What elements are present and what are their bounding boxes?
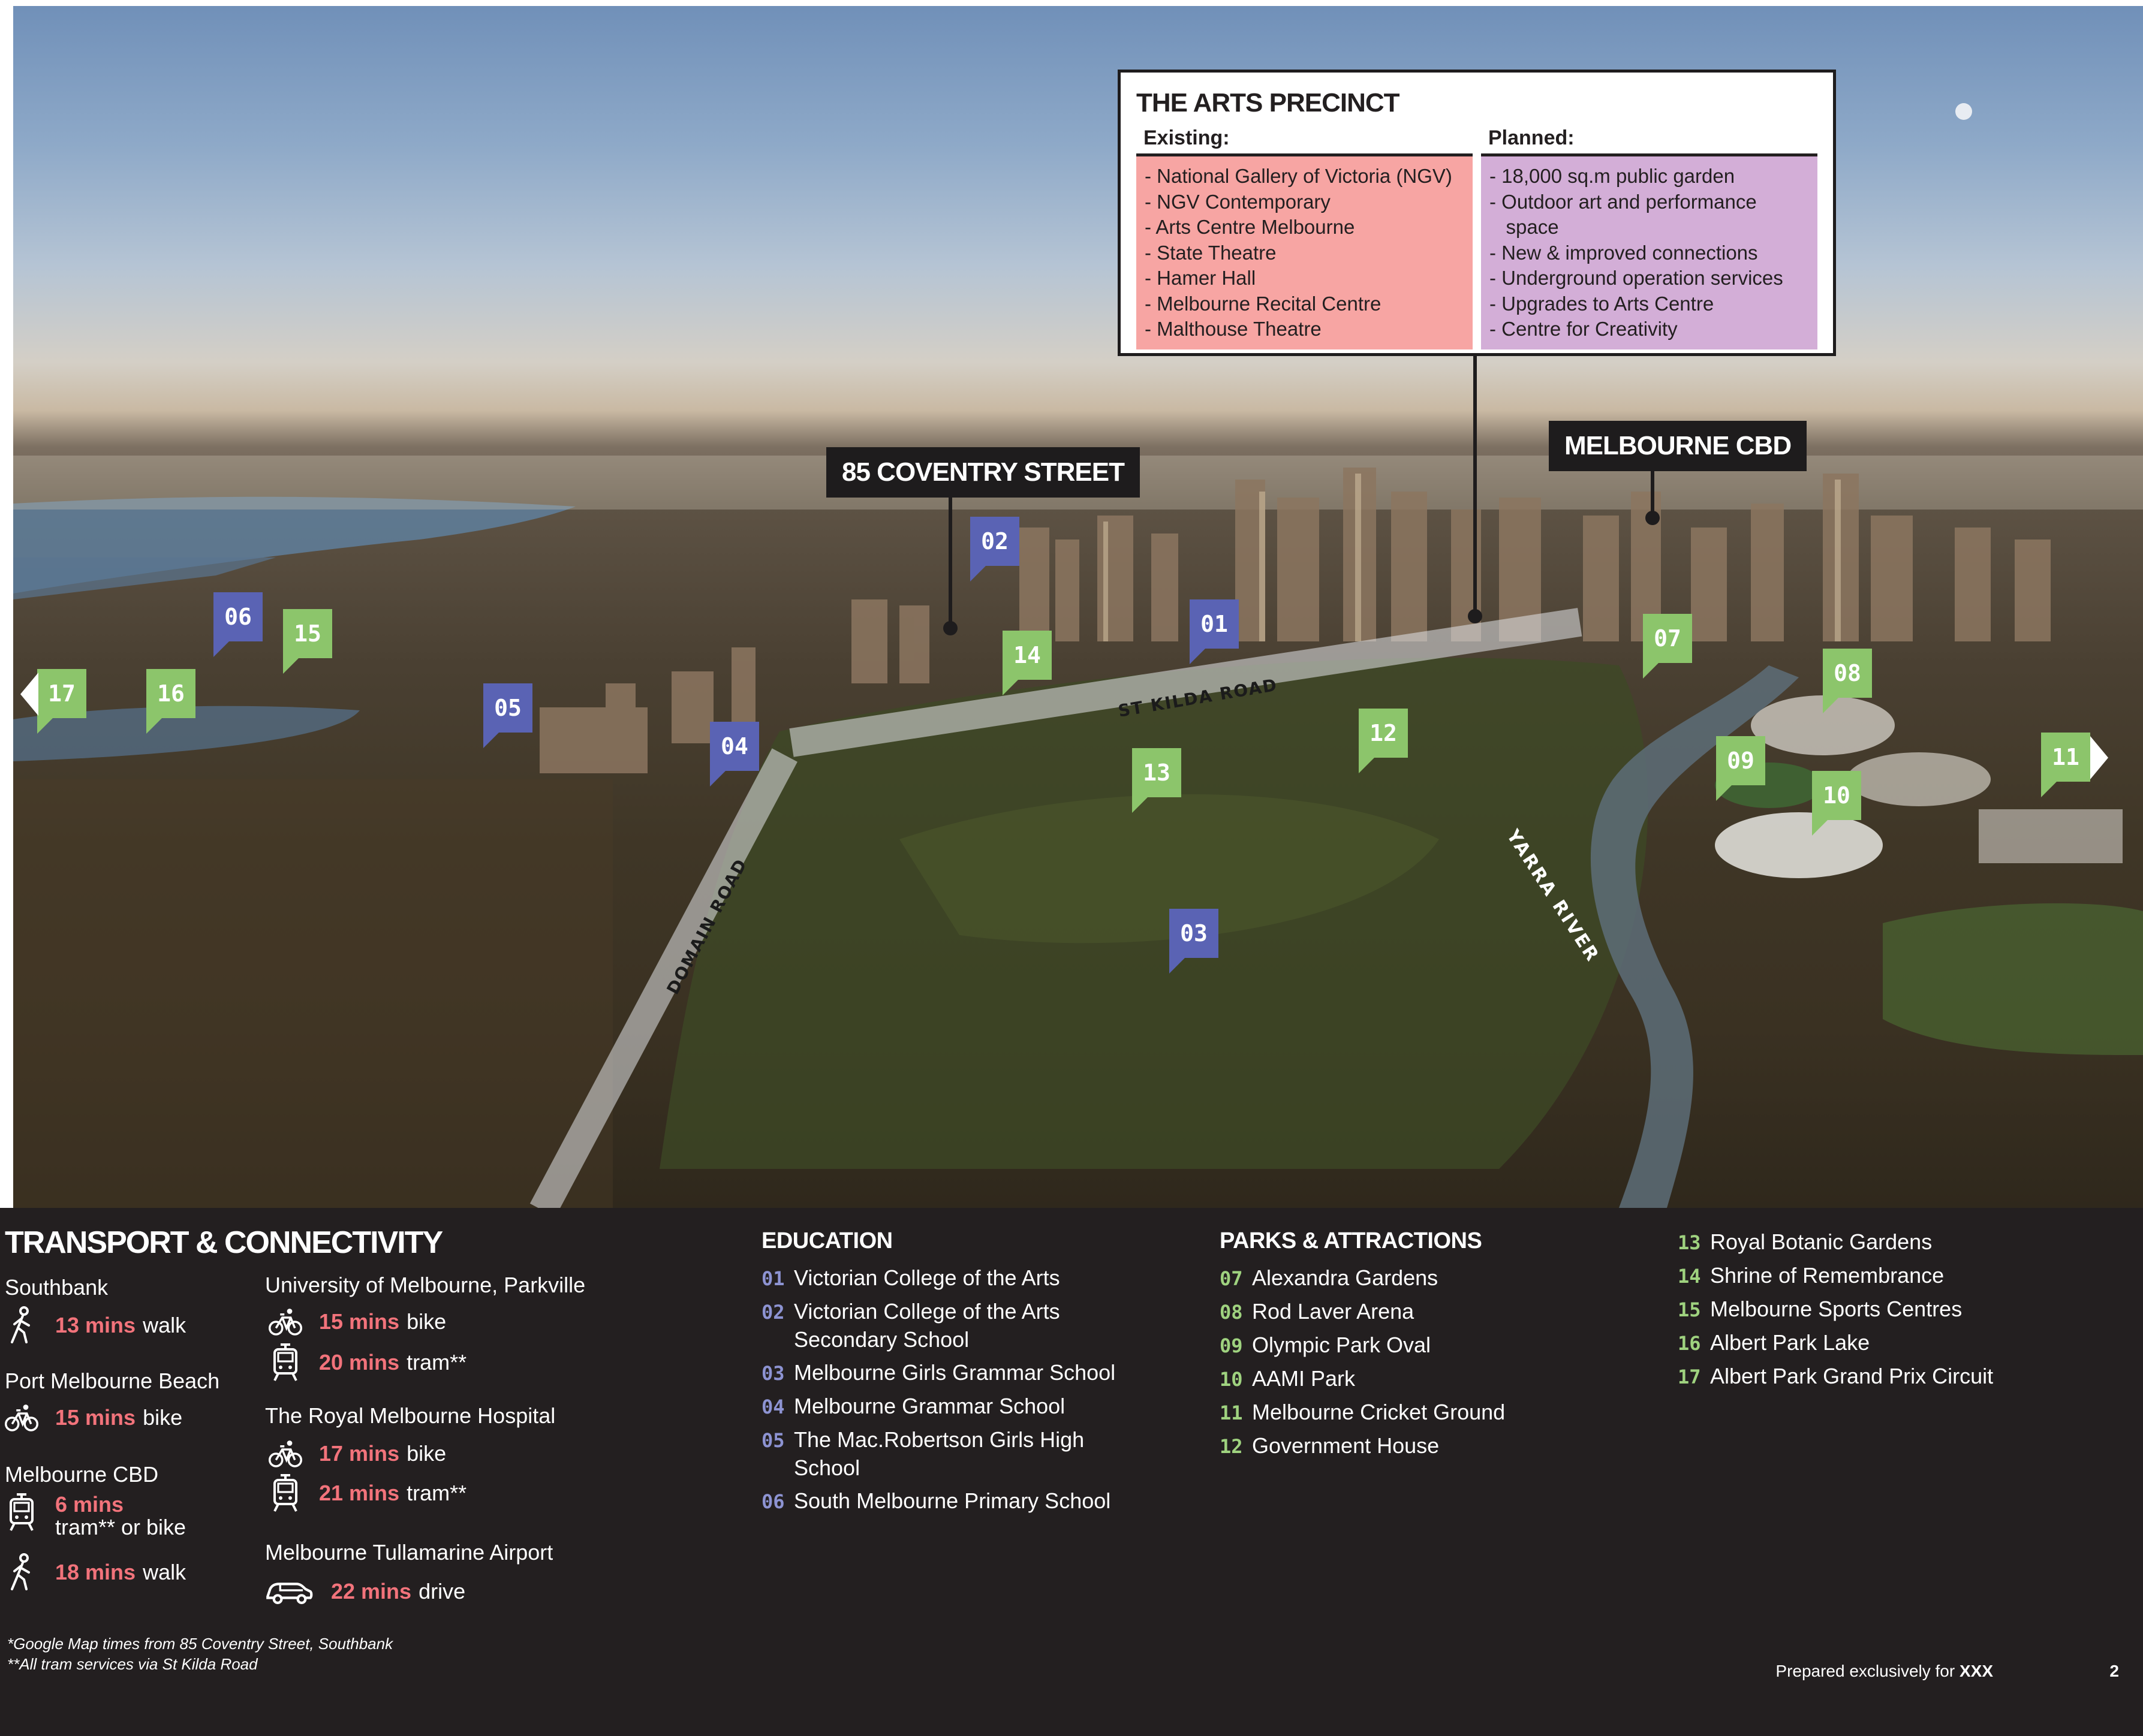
map-pin-16[interactable]: 16 <box>146 669 195 734</box>
arts-precinct-title: THE ARTS PRECINCT <box>1136 88 1400 117</box>
planned-list: - 18,000 sq.m public garden - Outdoor ar… <box>1481 156 1817 349</box>
map-pin-03[interactable]: 03 <box>1169 909 1218 974</box>
map-pin-14[interactable]: 14 <box>1003 631 1052 695</box>
planned-item: - New & improved connections <box>1489 241 1758 264</box>
dest-southbank: Southbank <box>5 1275 109 1300</box>
bike-icon <box>5 1399 38 1437</box>
transport-heading: TRANSPORT & CONNECTIVITY <box>5 1225 443 1260</box>
planned-column: Planned: - 18,000 sq.m public garden - O… <box>1481 126 1817 349</box>
existing-item: - State Theatre <box>1145 241 1277 264</box>
tram-icon <box>5 1493 38 1532</box>
existing-item: - National Gallery of Victoria (NGV) <box>1145 165 1452 187</box>
map-pin-11[interactable]: 11 <box>2041 733 2090 797</box>
existing-heading: Existing: <box>1136 126 1473 156</box>
car-icon <box>264 1572 314 1611</box>
existing-item: - Malthouse Theatre <box>1145 318 1322 340</box>
education-heading: EDUCATION <box>762 1228 893 1253</box>
existing-column: Existing: - National Gallery of Victoria… <box>1136 126 1473 349</box>
hospital-bike-time: 17 mins bike <box>269 1434 446 1473</box>
existing-item: - NGV Contemporary <box>1145 190 1331 213</box>
arts-precinct-box: THE ARTS PRECINCT Existing: - National G… <box>1118 70 1836 356</box>
aerial-map: ST KILDA ROAD DOMAIN ROAD YARRA RIVER 85… <box>0 0 2143 1208</box>
map-pin-09[interactable]: 09 <box>1716 736 1765 801</box>
dest-royal-melbourne-hospital: The Royal Melbourne Hospital <box>265 1403 556 1428</box>
info-panel: TRANSPORT & CONNECTIVITY Southbank 13 mi… <box>0 1208 2143 1736</box>
tram-icon <box>269 1343 302 1382</box>
pin-17-arrow-icon <box>20 673 38 716</box>
cbd-tram-time: 6 mins tram** or bike <box>5 1493 186 1539</box>
footnote-tram: **All tram services via St Kilda Road <box>7 1655 258 1673</box>
port-melbourne-bike-time: 15 mins bike <box>5 1399 182 1437</box>
callout-85-coventry-street: 85 COVENTRY STREET <box>826 447 1140 498</box>
dest-port-melbourne: Port Melbourne Beach <box>5 1369 220 1393</box>
existing-item: - Melbourne Recital Centre <box>1145 292 1381 315</box>
tram-icon <box>269 1474 302 1512</box>
map-pin-17[interactable]: 17 <box>37 669 86 734</box>
footnote-google-map: *Google Map times from 85 Coventry Stree… <box>7 1635 393 1653</box>
walk-icon <box>5 1553 38 1592</box>
map-pin-06[interactable]: 06 <box>213 592 263 657</box>
existing-item: - Arts Centre Melbourne <box>1145 216 1355 238</box>
planned-item: - Upgrades to Arts Centre <box>1489 292 1714 315</box>
page-number: 2 <box>2109 1662 2119 1680</box>
planned-item: - Centre for Creativity <box>1489 318 1678 340</box>
uni-tram-time: 20 mins tram** <box>269 1343 466 1382</box>
map-pin-01[interactable]: 01 <box>1190 599 1239 664</box>
cbd-walk-time: 18 mins walk <box>5 1553 186 1592</box>
map-pin-12[interactable]: 12 <box>1359 709 1408 773</box>
map-pin-10[interactable]: 10 <box>1812 771 1861 836</box>
map-pin-05[interactable]: 05 <box>483 683 532 748</box>
planned-heading: Planned: <box>1481 126 1817 156</box>
southbank-walk-time: 13 mins walk <box>5 1306 186 1345</box>
hospital-tram-time: 21 mins tram** <box>269 1474 466 1512</box>
map-pin-04[interactable]: 04 <box>710 722 759 786</box>
parks-heading: PARKS & ATTRACTIONS <box>1220 1228 1482 1253</box>
bike-icon <box>269 1303 302 1341</box>
callout-melbourne-cbd: MELBOURNE CBD <box>1549 421 1807 471</box>
map-pin-02[interactable]: 02 <box>970 517 1019 581</box>
pin-11-arrow-icon <box>2090 736 2108 779</box>
walk-icon <box>5 1306 38 1345</box>
prepared-for: Prepared exclusively for XXX <box>1775 1662 1993 1680</box>
map-pin-07[interactable]: 07 <box>1643 614 1692 679</box>
planned-item: - Outdoor art and performance <box>1489 190 1757 213</box>
dest-melbourne-cbd: Melbourne CBD <box>5 1462 159 1487</box>
planned-item: space <box>1489 216 1559 238</box>
map-pin-08[interactable]: 08 <box>1823 649 1872 713</box>
existing-list: - National Gallery of Victoria (NGV) - N… <box>1136 156 1473 349</box>
dest-university-melbourne: University of Melbourne, Parkville <box>265 1273 586 1297</box>
planned-item: - Underground operation services <box>1489 267 1783 289</box>
airport-drive-time: 22 mins drive <box>264 1572 465 1611</box>
map-pin-13[interactable]: 13 <box>1132 748 1181 813</box>
map-pin-15[interactable]: 15 <box>283 609 332 674</box>
bike-icon <box>269 1434 302 1473</box>
planned-item: - 18,000 sq.m public garden <box>1489 165 1735 187</box>
existing-item: - Hamer Hall <box>1145 267 1256 289</box>
dest-tullamarine-airport: Melbourne Tullamarine Airport <box>265 1540 553 1565</box>
uni-bike-time: 15 mins bike <box>269 1303 446 1341</box>
